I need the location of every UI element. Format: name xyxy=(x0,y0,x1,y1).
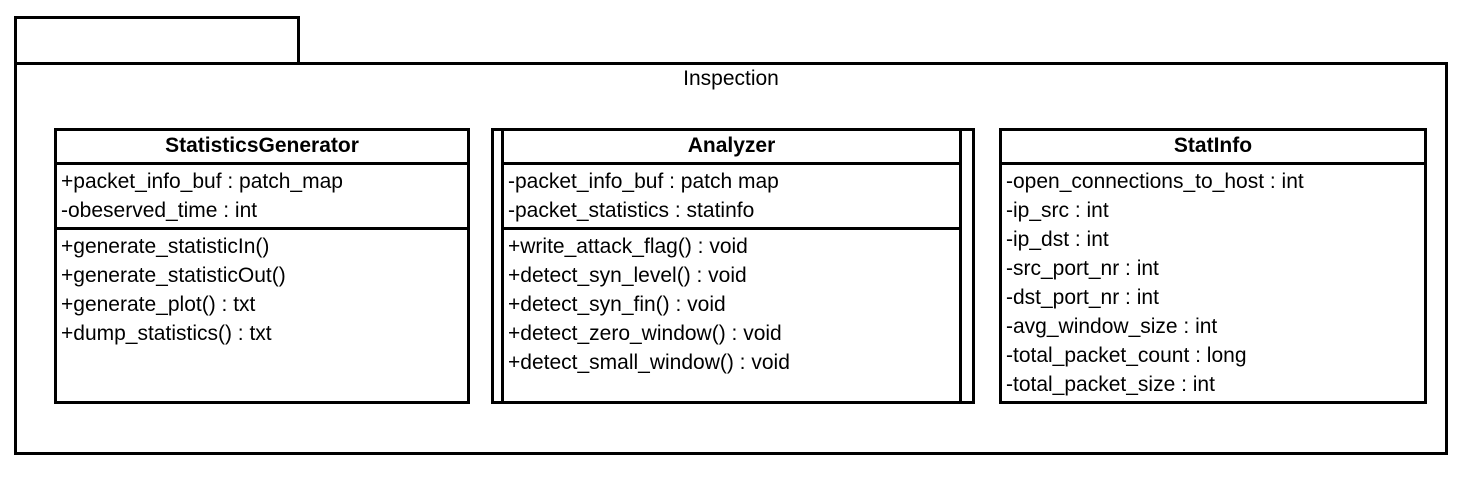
methods-compartment-analyzer: +write_attack_flag() : void +detect_syn_… xyxy=(504,227,959,405)
methods-compartment-statisticsgenerator: +generate_statisticIn() +generate_statis… xyxy=(57,227,467,405)
method-row: +detect_small_window() : void xyxy=(508,351,790,374)
method-row: +generate_plot() : txt xyxy=(61,293,256,316)
attributes-compartment-statinfo: -open_connections_to_host : int -ip_src … xyxy=(1002,165,1424,411)
attribute-row: -packet_statistics : statinfo xyxy=(508,199,755,222)
attribute-row: -obeserved_time : int xyxy=(61,199,258,222)
attribute-row: -dst_port_nr : int xyxy=(1006,286,1159,309)
attribute-row: -src_port_nr : int xyxy=(1006,257,1159,280)
method-row: +detect_zero_window() : void xyxy=(508,322,782,345)
method-row: +detect_syn_fin() : void xyxy=(508,293,726,316)
attribute-row: -packet_info_buf : patch map xyxy=(508,170,779,193)
class-box-statinfo[interactable]: StatInfo -open_connections_to_host : int… xyxy=(999,128,1427,404)
method-row: +dump_statistics() : txt xyxy=(61,322,272,345)
attribute-row: -ip_src : int xyxy=(1006,199,1109,222)
attributes-compartment-analyzer: -packet_info_buf : patch map -packet_sta… xyxy=(504,165,959,227)
attributes-compartment-statisticsgenerator: +packet_info_buf : patch_map -obeserved_… xyxy=(57,165,467,227)
class-name-statinfo: StatInfo xyxy=(1002,131,1424,165)
package-title: Inspection xyxy=(683,67,779,90)
method-row: +write_attack_flag() : void xyxy=(508,235,748,258)
method-row: +generate_statisticIn() xyxy=(61,235,270,258)
class-box-statisticsgenerator[interactable]: StatisticsGenerator +packet_info_buf : p… xyxy=(54,128,470,404)
attribute-row: -total_packet_size : int xyxy=(1006,373,1215,396)
package-tab xyxy=(14,16,300,62)
attribute-row: +packet_info_buf : patch_map xyxy=(61,170,343,193)
class-name-analyzer: Analyzer xyxy=(504,131,959,165)
attribute-row: -ip_dst : int xyxy=(1006,228,1109,251)
class-name-statisticsgenerator: StatisticsGenerator xyxy=(57,131,467,165)
method-row: +detect_syn_level() : void xyxy=(508,264,747,287)
attribute-row: -avg_window_size : int xyxy=(1006,315,1218,338)
class-box-analyzer[interactable]: Analyzer -packet_info_buf : patch map -p… xyxy=(501,128,962,404)
attribute-row: -total_packet_count : long xyxy=(1006,344,1247,367)
method-row: +generate_statisticOut() xyxy=(61,264,286,287)
attribute-row: -open_connections_to_host : int xyxy=(1006,170,1304,193)
